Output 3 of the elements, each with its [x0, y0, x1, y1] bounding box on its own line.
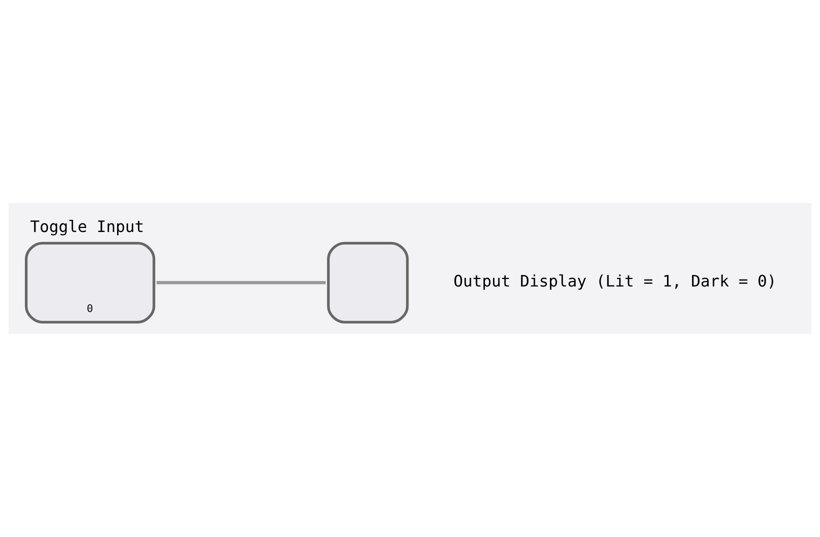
connector [156, 281, 326, 284]
node-label: Output Display (Lit = 1, Dark = 0) [453, 272, 776, 291]
node-label: Toggle Input [30, 217, 144, 236]
